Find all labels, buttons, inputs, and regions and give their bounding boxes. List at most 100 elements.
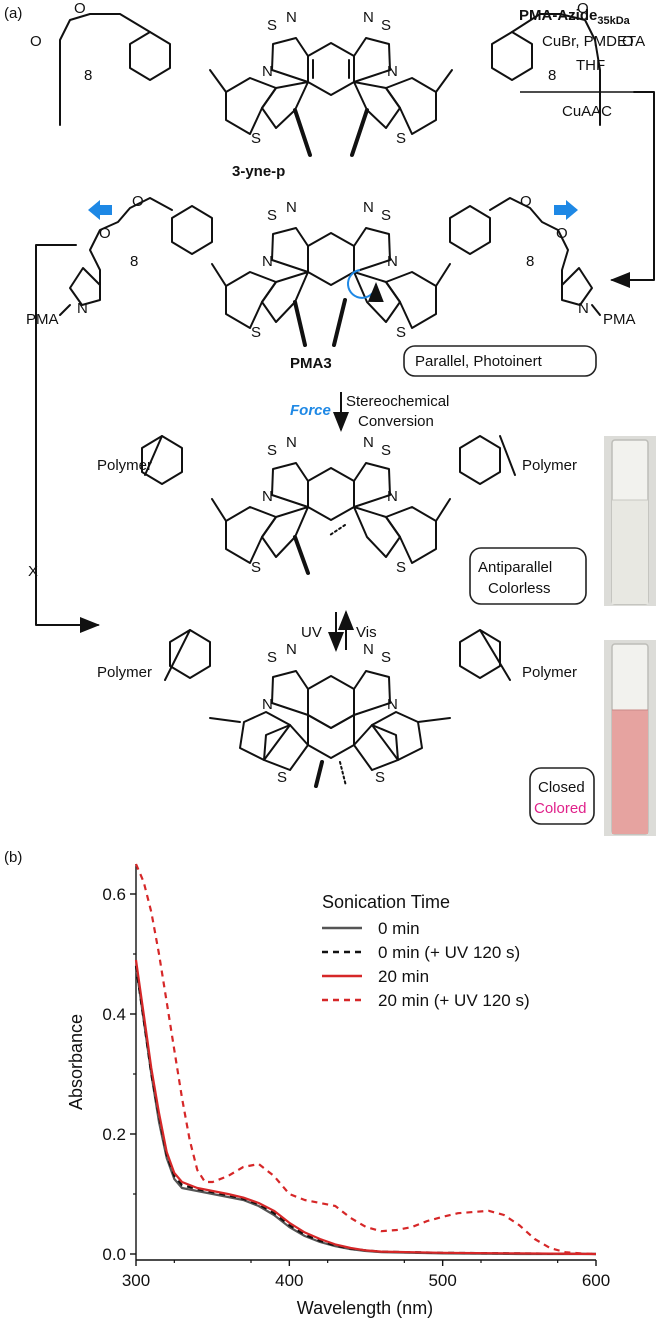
conversion-line1: Stereochemical (346, 393, 449, 410)
atom-s-top-left: S (267, 17, 277, 34)
atom-s-anti-right: S (396, 559, 406, 576)
atom-s-top-right: S (381, 17, 391, 34)
atom-o-pma3-ester-left: O (132, 193, 144, 210)
conversion-line2: Conversion (358, 413, 434, 430)
atom-s-pma3-right: S (396, 324, 406, 341)
atom-s-closed-left: S (277, 769, 287, 786)
force-arrow-left-icon (88, 200, 112, 220)
legend-entry-label: 0 min (+ UV 120 s) (378, 943, 520, 962)
atom-n-mid-right: N (387, 63, 398, 80)
y-tick-label: 0.2 (102, 1125, 126, 1144)
blocked-mark: X (28, 563, 38, 580)
state-parallel-box (403, 345, 597, 377)
atom-n-top-left: N (286, 9, 297, 26)
atom-s-pma3-tl: S (267, 207, 277, 224)
atom-n-closed-tl: N (286, 641, 297, 658)
pma-group-right: PMA (603, 311, 636, 328)
atom-n-triazole-left: N (77, 300, 88, 317)
y-axis-label: Absorbance (66, 1014, 86, 1110)
molecule-antiparallel (141, 435, 516, 575)
legend-title: Sonication Time (322, 892, 450, 912)
x-tick-label: 500 (428, 1271, 456, 1290)
atom-n-pma3-tr: N (363, 199, 374, 216)
atom-n-top-right: N (363, 9, 374, 26)
atom-n-closed-mr: N (387, 696, 398, 713)
compound-3-yne-p: 3-yne-p (232, 163, 285, 180)
atom-n-anti-tr: N (363, 434, 374, 451)
atom-s-closed-right: S (375, 769, 385, 786)
subscript-8-pma3-right: 8 (526, 253, 534, 270)
series-line-4 (134, 863, 597, 1256)
force-arrow-right-icon (554, 200, 578, 220)
atom-n-anti-ml: N (262, 488, 273, 505)
reaction-cuaac: CuAAC (562, 103, 612, 120)
atom-n-mid-left: N (262, 63, 273, 80)
y-tick-label: 0.4 (102, 1005, 126, 1024)
molecule-pma3 (59, 197, 601, 347)
series-line-3 (134, 959, 597, 1256)
vial-colored (604, 640, 656, 836)
reagent-pma-azide: PMA-Azide35kDa (519, 7, 631, 27)
y-tick-label: 0.0 (102, 1245, 126, 1264)
atom-s-anti-left: S (251, 559, 261, 576)
panel-a-label: (a) (4, 5, 22, 22)
atom-s-closed-tr: S (381, 649, 391, 666)
vis-label: Vis (356, 624, 377, 641)
reagent-thf: THF (576, 57, 605, 74)
atom-n-triazole-right: N (578, 300, 589, 317)
atom-s-anti-tl: S (267, 442, 277, 459)
reagent-cubr: CuBr, PMDETA (542, 33, 645, 50)
atom-o-pma3-carbonyl-right: O (556, 225, 568, 242)
atom-s-thiophene-right: S (396, 130, 406, 147)
atom-s-pma3-left: S (251, 324, 261, 341)
atom-n-anti-mr: N (387, 488, 398, 505)
atom-n-pma3-mr: N (387, 253, 398, 270)
arrow-to-pma3 (610, 91, 655, 288)
atom-n-pma3-ml: N (262, 253, 273, 270)
atom-n-pma3-tl: N (286, 199, 297, 216)
legend-entry-label: 20 min (+ UV 120 s) (378, 991, 530, 1010)
state-parallel-label: Parallel, Photoinert (415, 353, 543, 370)
polymer-label-closed-right: Polymer (522, 664, 577, 681)
molecule-closed (164, 629, 511, 788)
atom-s-anti-tr: S (381, 442, 391, 459)
state-antiparallel-line1: Antiparallel (478, 559, 552, 576)
subscript-8-right: 8 (548, 67, 556, 84)
x-tick-label: 400 (275, 1271, 303, 1290)
atom-s-pma3-tr: S (381, 207, 391, 224)
vial-colorless (604, 436, 656, 606)
legend-entry-label: 0 min (378, 919, 420, 938)
polymer-label-antiparallel-right: Polymer (522, 457, 577, 474)
atom-s-closed-tl: S (267, 649, 277, 666)
x-tick-label: 300 (122, 1271, 150, 1290)
atom-o-carbonyl-right: O (622, 33, 634, 50)
atom-s-thiophene-left: S (251, 130, 261, 147)
subscript-8-pma3-left: 8 (130, 253, 138, 270)
atom-o-pma3-ester-right: O (520, 193, 532, 210)
atom-o-carbonyl-left: O (30, 33, 42, 50)
state-closed-line2: Colored (534, 800, 587, 817)
atom-n-anti-tl: N (286, 434, 297, 451)
y-tick-label: 0.6 (102, 885, 126, 904)
legend-entry-label: 20 min (378, 967, 429, 986)
atom-n-closed-tr: N (363, 641, 374, 658)
uv-label: UV (301, 624, 322, 641)
polymer-label-closed-left: Polymer (97, 664, 152, 681)
absorbance-chart: 300 400 500 600 0.0 0.2 0.4 0.6 Wavelength (nm)… (66, 863, 610, 1318)
atom-o-ester-right: O (577, 0, 589, 17)
blocked-path-arrow (35, 244, 100, 633)
x-axis-label: Wavelength (nm) (297, 1298, 433, 1318)
atom-o-pma3-carbonyl-left: O (99, 225, 111, 242)
atom-o-ester-left: O (74, 0, 86, 17)
state-closed-line1: Closed (538, 779, 585, 796)
subscript-8-left: 8 (84, 67, 92, 84)
molecule-3-yne-p (59, 13, 601, 157)
x-tick-label: 600 (582, 1271, 610, 1290)
state-antiparallel-box (469, 547, 587, 605)
polymer-label-antiparallel-left: Polymer (97, 457, 152, 474)
compound-pma3: PMA3 (290, 355, 332, 372)
atom-n-closed-ml: N (262, 696, 273, 713)
state-antiparallel-line2: Colorless (488, 580, 551, 597)
panel-b-label: (b) (4, 849, 22, 866)
